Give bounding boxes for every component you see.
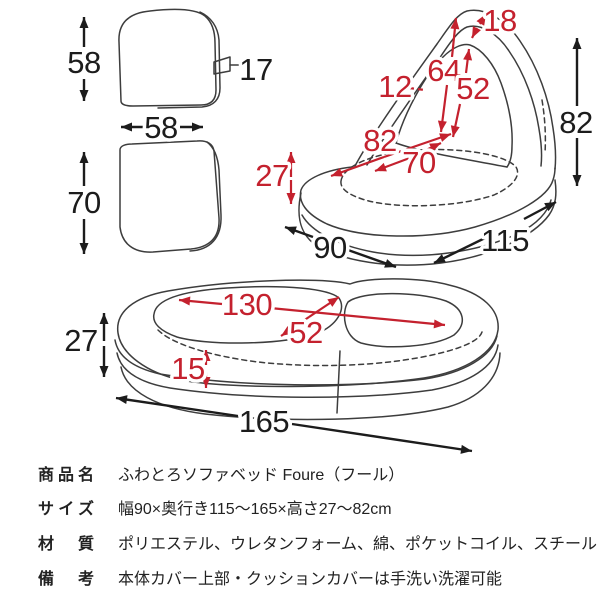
dim-bed-total-length: 165 <box>239 404 289 439</box>
spec-row-product-name: 商品名 ふわとろソファベッド Foure（フール） <box>0 466 600 486</box>
dim-bed-height: 27 <box>64 323 97 358</box>
dim-cushion-width: 58 <box>144 110 177 145</box>
dim-bed-layer-height: 15 <box>171 351 204 386</box>
dim-chair-depth: 115 <box>481 223 529 258</box>
dim-back-cushion-thickness: 17 <box>239 52 272 87</box>
dim-chair-top-gap: 18 <box>483 3 516 38</box>
dim-chair-back-thickness: 12 <box>378 69 411 104</box>
dim-chair-total-height: 82 <box>559 105 592 140</box>
dim-bed-inner-length: 130 <box>222 287 272 322</box>
dim-chair-back-outer: 64 <box>427 53 461 88</box>
dim-chair-seat-inner: 70 <box>402 145 436 180</box>
spec-row-size: サイズ 幅90×奥行き115～165×高さ27～82cm <box>0 500 600 520</box>
spec-label-material: 材質 <box>38 536 94 553</box>
spec-row-notes: 備考 本体カバー上部・クッションカバーは手洗い洗濯可能 <box>0 570 600 590</box>
red-dimension-arrows <box>178 13 487 388</box>
spec-label-size: サイズ <box>38 501 94 518</box>
spec-label-notes: 備考 <box>38 571 94 588</box>
seat-cushion-drawing <box>119 140 222 253</box>
spec-value-material: ポリエステル、ウレタンフォーム、綿、ポケットコイル、スチール <box>118 536 598 553</box>
dimension-labels: 58 17 58 70 18 64 52 12 82 70 27 82 90 1… <box>61 0 597 443</box>
dim-back-cushion-height: 58 <box>67 45 100 80</box>
sofa-line-art <box>114 8 557 421</box>
black-dimension-arrows <box>79 17 582 454</box>
dim-seat-cushion-length: 70 <box>67 185 101 220</box>
spec-label-product-name: 商品名 <box>38 467 94 484</box>
spec-value-notes: 本体カバー上部・クッションカバーは手洗い洗濯可能 <box>118 571 503 588</box>
dim-chair-seat-outer: 82 <box>363 123 396 158</box>
spec-row-material: 材質 ポリエステル、ウレタンフォーム、綿、ポケットコイル、スチール <box>0 535 600 555</box>
spec-value-product-name: ふわとろソファベッド Foure（フール） <box>118 467 405 484</box>
dim-bed-cushion-width: 52 <box>289 315 322 350</box>
dim-chair-base-height: 27 <box>255 158 288 193</box>
dim-chair-back-inner: 52 <box>456 71 489 106</box>
back-cushion-drawing <box>118 8 247 109</box>
spec-value-size: 幅90×奥行き115～165×高さ27～82cm <box>118 501 392 518</box>
dim-chair-width: 90 <box>313 230 347 265</box>
chair-drawing <box>298 9 557 266</box>
